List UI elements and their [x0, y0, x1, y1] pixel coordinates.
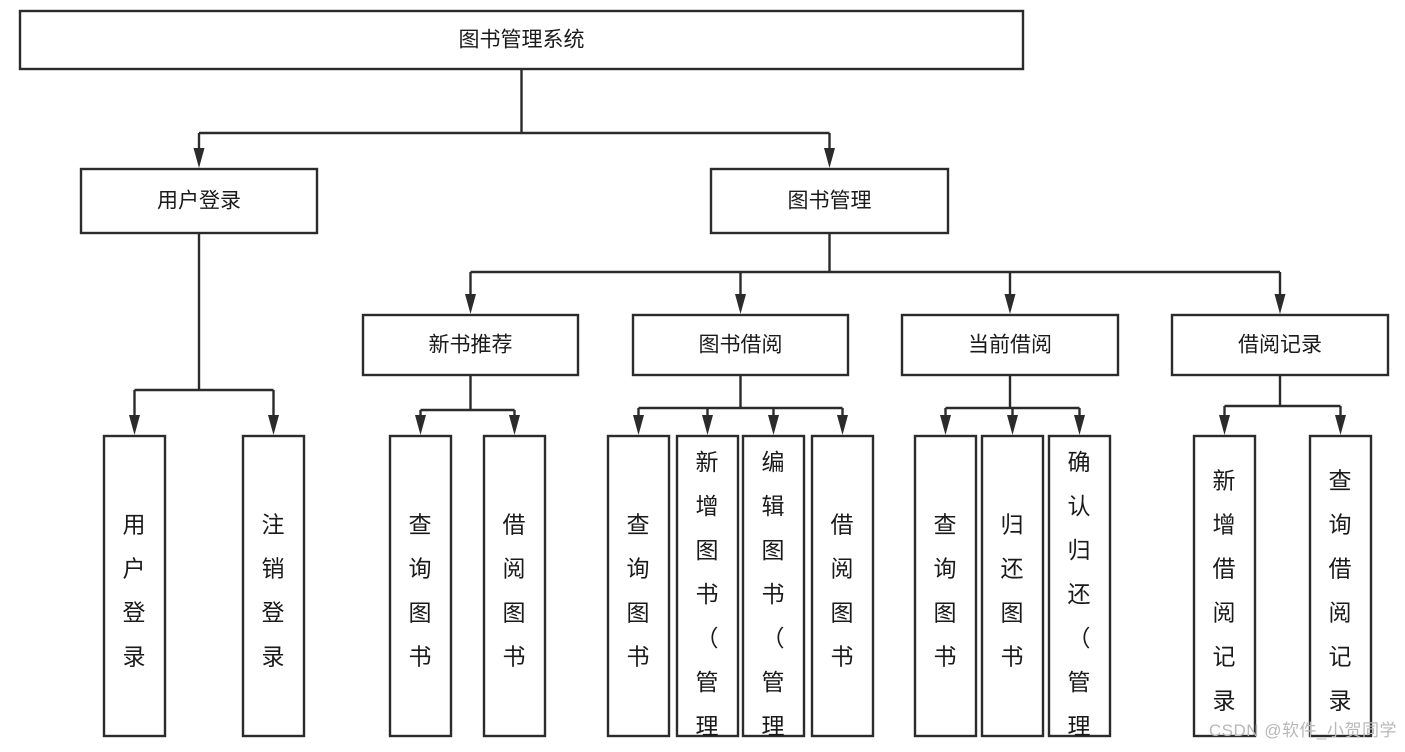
- node-root[interactable]: 图书管理系统: [18, 9, 1025, 71]
- node-book-manage[interactable]: 图书管理: [709, 167, 950, 235]
- node-leaf-query-record[interactable]: 查询借阅记录: [1308, 434, 1373, 738]
- arrow-head-icon: [633, 415, 644, 435]
- node-box-leaf-borrow-book-rec[interactable]: [482, 434, 547, 738]
- node-label-leaf-user-login: 用户登录: [123, 511, 147, 669]
- node-user-login[interactable]: 用户登录: [79, 167, 319, 235]
- node-label-leaf-query-book-rec: 查询图书: [409, 511, 433, 669]
- node-label-leaf-add-record: 新增借阅记录: [1213, 467, 1237, 713]
- node-leaf-user-login[interactable]: 用户登录: [102, 434, 167, 738]
- node-box-leaf-query-book-cur[interactable]: [913, 434, 978, 738]
- node-box-root[interactable]: [18, 9, 1025, 71]
- node-box-leaf-query-book-borrow[interactable]: [606, 434, 671, 738]
- arrow-head-icon: [193, 148, 205, 168]
- node-box-leaf-user-logout[interactable]: [241, 434, 306, 738]
- node-leaf-user-logout[interactable]: 注销登录: [241, 434, 306, 738]
- node-box-book-borrow[interactable]: [631, 313, 850, 377]
- node-label-new-book-recommend: 新书推荐: [429, 334, 513, 357]
- node-label-book-borrow: 图书借阅: [699, 334, 783, 357]
- arrow-head-icon: [1335, 415, 1346, 435]
- node-label-leaf-confirm-return: 确认归还（管理员）: [1068, 449, 1092, 747]
- node-label-current-borrow: 当前借阅: [968, 334, 1052, 357]
- node-label-leaf-user-logout: 注销登录: [262, 511, 286, 669]
- arrow-head-icon: [415, 415, 426, 435]
- node-box-leaf-return-book[interactable]: [980, 434, 1045, 738]
- node-leaf-confirm-return[interactable]: 确认归还（管理员）: [1047, 434, 1112, 747]
- node-layer: 图书管理系统用户登录图书管理新书推荐图书借阅当前借阅借阅记录用户登录注销登录查询…: [18, 9, 1390, 747]
- node-leaf-borrow-book-rec[interactable]: 借阅图书: [482, 434, 547, 738]
- node-label-leaf-borrow-book: 借阅图书: [831, 511, 855, 669]
- node-box-leaf-query-book-rec[interactable]: [388, 434, 453, 738]
- node-leaf-edit-book[interactable]: 编辑图书（管理员）: [741, 434, 806, 747]
- node-label-leaf-query-book-borrow: 查询图书: [627, 511, 651, 669]
- node-leaf-add-book[interactable]: 新增图书（管理员）: [675, 434, 740, 747]
- node-leaf-query-book-rec[interactable]: 查询图书: [388, 434, 453, 738]
- node-label-leaf-borrow-book-rec: 借阅图书: [503, 511, 527, 669]
- node-book-borrow[interactable]: 图书借阅: [631, 313, 850, 377]
- node-label-leaf-add-book: 新增图书（管理员）: [696, 449, 720, 747]
- node-box-leaf-confirm-return[interactable]: [1047, 434, 1112, 738]
- node-box-leaf-edit-book[interactable]: [741, 434, 806, 738]
- node-label-user-login: 用户登录: [157, 190, 241, 213]
- node-box-leaf-add-record[interactable]: [1192, 434, 1257, 738]
- node-box-leaf-add-book[interactable]: [675, 434, 740, 738]
- arrow-head-icon: [268, 415, 279, 435]
- arrow-head-icon: [702, 415, 713, 435]
- node-label-leaf-query-book-cur: 查询图书: [934, 511, 958, 669]
- arrow-head-icon: [1074, 415, 1085, 435]
- connector-layer: [129, 69, 1346, 435]
- arrow-head-icon: [465, 294, 476, 314]
- node-box-borrow-record[interactable]: [1170, 313, 1390, 377]
- arrow-head-icon: [129, 415, 140, 435]
- node-leaf-return-book[interactable]: 归还图书: [980, 434, 1045, 738]
- node-box-leaf-borrow-book[interactable]: [810, 434, 875, 738]
- node-label-book-manage: 图书管理: [788, 190, 872, 213]
- node-box-book-manage[interactable]: [709, 167, 950, 235]
- node-label-root: 图书管理系统: [459, 29, 585, 52]
- arrow-head-icon: [940, 415, 951, 435]
- node-box-current-borrow[interactable]: [900, 313, 1120, 377]
- node-borrow-record[interactable]: 借阅记录: [1170, 313, 1390, 377]
- arrow-head-icon: [1007, 415, 1018, 435]
- node-label-leaf-query-record: 查询借阅记录: [1329, 467, 1353, 713]
- node-leaf-query-book-borrow[interactable]: 查询图书: [606, 434, 671, 738]
- arrow-head-icon: [824, 148, 835, 168]
- node-box-leaf-query-record[interactable]: [1308, 434, 1373, 738]
- node-leaf-add-record[interactable]: 新增借阅记录: [1192, 434, 1257, 738]
- arrow-head-icon: [509, 415, 520, 435]
- arrow-head-icon: [837, 415, 848, 435]
- node-label-borrow-record: 借阅记录: [1238, 334, 1322, 357]
- node-box-user-login[interactable]: [79, 167, 319, 235]
- node-current-borrow[interactable]: 当前借阅: [900, 313, 1120, 377]
- node-label-leaf-return-book: 归还图书: [1001, 511, 1025, 669]
- arrow-head-icon: [1274, 294, 1286, 314]
- node-box-new-book-recommend[interactable]: [361, 313, 580, 377]
- node-label-leaf-edit-book: 编辑图书（管理员）: [762, 449, 786, 747]
- arrow-head-icon: [735, 294, 746, 314]
- node-new-book-recommend[interactable]: 新书推荐: [361, 313, 580, 377]
- arrow-head-icon: [1219, 415, 1230, 435]
- arrow-head-icon: [768, 415, 779, 435]
- arrow-head-icon: [1004, 294, 1016, 314]
- node-leaf-query-book-cur[interactable]: 查询图书: [913, 434, 978, 738]
- node-box-leaf-user-login[interactable]: [102, 434, 167, 738]
- node-leaf-borrow-book[interactable]: 借阅图书: [810, 434, 875, 738]
